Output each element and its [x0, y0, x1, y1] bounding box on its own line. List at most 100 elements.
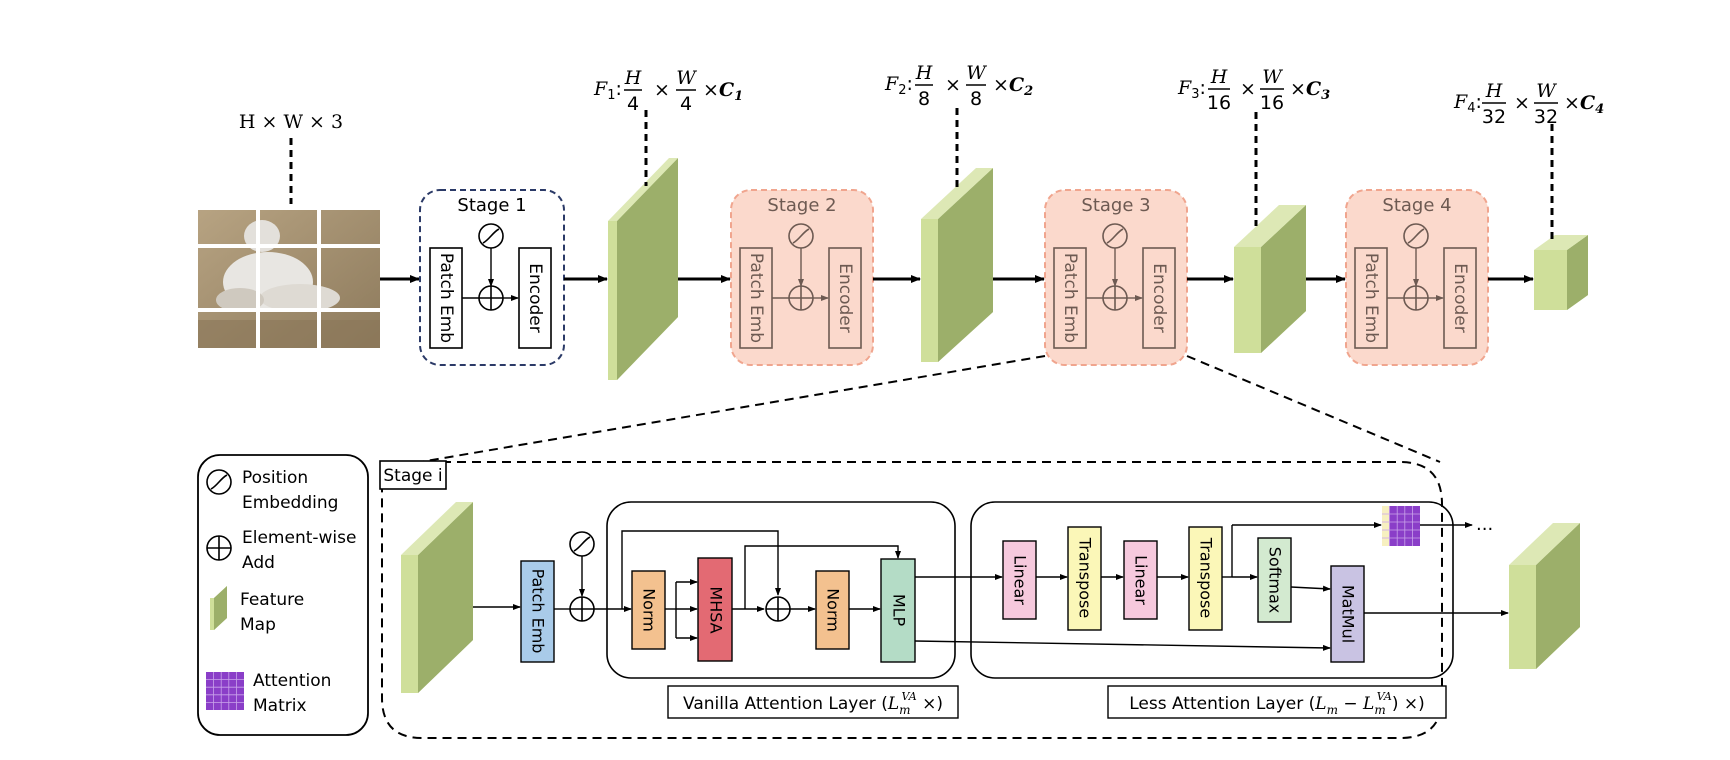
svg-text:F1:: F1: [593, 78, 622, 103]
attention-matrix-icon [1382, 506, 1420, 546]
legend-element-add-2: Add [242, 553, 275, 573]
detail-input-feature-map [401, 502, 473, 693]
less-attention-layer [970, 501, 1454, 679]
svg-text:W: W [1262, 66, 1283, 88]
feature-label-f4: F4: H 32 × W 32 × C4 [1453, 80, 1604, 240]
legend-attention-matrix-1: Attention [253, 671, 331, 691]
feature-map-f1 [608, 158, 678, 380]
stage-2-title: Stage 2 [767, 195, 836, 216]
svg-text:×: × [1564, 92, 1580, 114]
transpose2-label: Transpose [1197, 537, 1216, 618]
stage-4-patch-emb: Patch Emb [1361, 253, 1381, 343]
svg-text:F2:: F2: [884, 73, 913, 98]
linear1-label: Linear [1011, 555, 1030, 605]
position-embedding-icon [206, 469, 232, 495]
element-add-icon [206, 535, 232, 561]
detail-patch-emb-box [520, 560, 555, 663]
svg-text:F4:: F4: [1453, 91, 1482, 116]
legend-feature-map-2: Map [240, 615, 276, 635]
svg-text:W: W [676, 67, 697, 89]
stage-4-title: Stage 4 [1382, 195, 1451, 216]
matmul-box [1330, 565, 1365, 663]
input-size-label: H × W × 3 [239, 111, 343, 133]
softmax-label: Softmax [1266, 547, 1285, 613]
svg-text:4: 4 [627, 93, 639, 115]
vanilla-caption: Vanilla Attention Layer (LmVA ×) [683, 690, 943, 717]
position-embedding-icon [569, 531, 595, 557]
legend-position-embedding-1: Position [242, 468, 308, 488]
legend-attention-matrix-2: Matrix [253, 696, 307, 716]
zoom-line-right [1186, 355, 1441, 463]
svg-text:8: 8 [918, 88, 930, 110]
svg-text:C4: C4 [1580, 92, 1604, 117]
stage-3-block: Stage 3 Patch Emb Encoder [1044, 189, 1188, 366]
stage-detail: Stage i Patch Emb Norm [379, 460, 1580, 739]
legend-position-embedding-2: Embedding [242, 493, 338, 513]
norm2-box [815, 570, 850, 650]
svg-text:×: × [1290, 78, 1306, 100]
stage-1-block: Stage 1 Patch Emb Encoder [419, 189, 565, 366]
svg-text:C3: C3 [1306, 78, 1330, 103]
stage-3-patch-emb: Patch Emb [1060, 253, 1080, 343]
stage-1-title: Stage 1 [457, 195, 526, 216]
svg-text:H: H [1485, 80, 1503, 102]
stage-2-encoder: Encoder [835, 263, 855, 333]
svg-text:C2: C2 [1009, 74, 1033, 99]
svg-text:C1: C1 [719, 79, 743, 104]
mlp-label: MLP [890, 594, 909, 627]
legend: Position Embedding Element-wise Add Feat… [197, 454, 369, 736]
svg-text:×: × [654, 79, 670, 101]
svg-text:W: W [966, 62, 987, 84]
feature-label-f3: F3: H 16 × W 16 × C3 [1177, 66, 1330, 226]
linear2-label: Linear [1132, 555, 1151, 605]
svg-text:16: 16 [1260, 92, 1284, 114]
feature-label-f2: F2: H 8 × W 8 × C2 [884, 62, 1033, 190]
feature-map-f2 [921, 168, 993, 362]
transpose1-label: Transpose [1076, 537, 1095, 618]
svg-text:×: × [945, 74, 961, 96]
svg-text:W: W [1536, 80, 1557, 102]
svg-text:32: 32 [1482, 106, 1506, 128]
feature-map-f3 [1234, 205, 1306, 353]
element-add-icon [569, 596, 595, 622]
transpose2-box [1188, 526, 1223, 631]
feature-map-f4 [1534, 235, 1588, 310]
stage-1-patch-emb: Patch Emb [436, 253, 456, 343]
stage-i-label: Stage i [383, 466, 442, 486]
svg-text:×: × [703, 79, 719, 101]
transpose1-box [1067, 526, 1102, 631]
mhsa-label: MHSA [707, 586, 726, 633]
feature-map-icon [210, 586, 227, 630]
detail-output-feature-map [1509, 523, 1580, 669]
stage-3-title: Stage 3 [1081, 195, 1150, 216]
element-add-icon [765, 596, 791, 622]
stage-2-block: Stage 2 Patch Emb Encoder [730, 189, 874, 366]
mhsa-box [697, 557, 733, 662]
feature-label-f1: F1: H 4 × W 4 × C1 [593, 67, 743, 186]
vanilla-attention-layer [606, 501, 956, 679]
svg-text:H: H [915, 62, 933, 84]
input-image [198, 210, 380, 348]
ellipsis: ... [1476, 514, 1493, 535]
svg-text:16: 16 [1207, 92, 1231, 114]
legend-element-add-1: Element-wise [242, 528, 356, 548]
norm1-label: Norm [640, 588, 659, 632]
matmul-label: MatMul [1339, 585, 1358, 643]
svg-text:F3:: F3: [1177, 77, 1206, 102]
zoom-line-left [419, 355, 1046, 463]
svg-text:H: H [624, 67, 642, 89]
attention-matrix-icon [206, 672, 244, 710]
stage-1-encoder: Encoder [525, 263, 545, 333]
mlp-box [880, 558, 916, 663]
norm2-label: Norm [824, 588, 843, 632]
svg-text:×: × [993, 74, 1009, 96]
linear2-box [1123, 540, 1158, 620]
svg-text:8: 8 [970, 88, 982, 110]
detail-patch-emb-label: Patch Emb [529, 569, 548, 654]
stage-3-encoder: Encoder [1149, 263, 1169, 333]
svg-text:×: × [1514, 92, 1530, 114]
svg-text:×: × [1240, 78, 1256, 100]
stage-4-encoder: Encoder [1450, 263, 1470, 333]
stage-4-block: Stage 4 Patch Emb Encoder [1345, 189, 1489, 366]
